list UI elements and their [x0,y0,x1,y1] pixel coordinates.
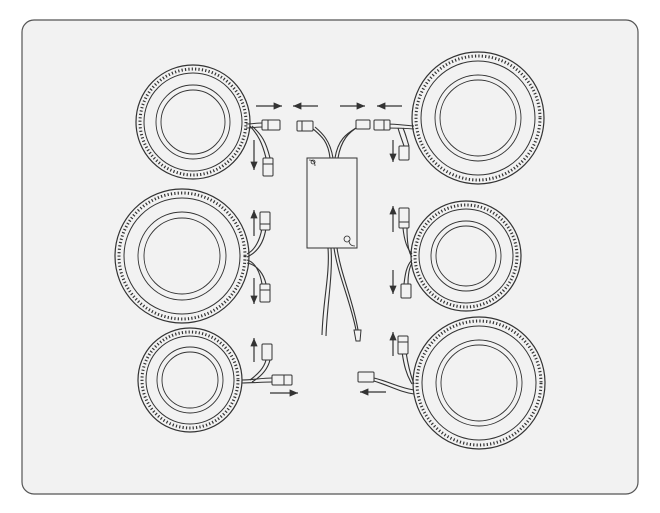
connector-bottom-left-horizontal [271,374,293,386]
lead-top-left [245,122,271,159]
lead-middle-right [402,227,413,285]
connection-arrows [250,102,402,397]
connector-middle-left-lower [259,283,271,303]
lead-middle-left [246,227,267,285]
connector-middle-left-upper [259,211,271,231]
lead-bottom-right [373,351,415,395]
lead-bottom-left [241,359,273,384]
light-top-right [411,51,545,185]
driver-box [306,157,358,249]
center-connector-left [296,120,314,132]
connector-top-right-vertical [398,145,410,161]
input-plug [353,329,362,342]
connector-bottom-right-vertical [397,335,409,355]
light-top-left [135,64,251,180]
connector-top-left-horizontal [261,119,281,131]
connector-top-left-vertical [262,157,274,177]
connector-middle-right-upper [398,207,410,229]
light-bottom-right [412,316,546,450]
connector-bottom-right-horizontal [357,371,375,383]
driver-input-wires [321,247,359,337]
diagram-panel [21,19,639,495]
connector-middle-right-lower [400,283,412,299]
center-connector-right [355,119,371,130]
connector-bottom-left-vertical [261,343,273,361]
connector-top-right-horizontal [373,119,391,131]
